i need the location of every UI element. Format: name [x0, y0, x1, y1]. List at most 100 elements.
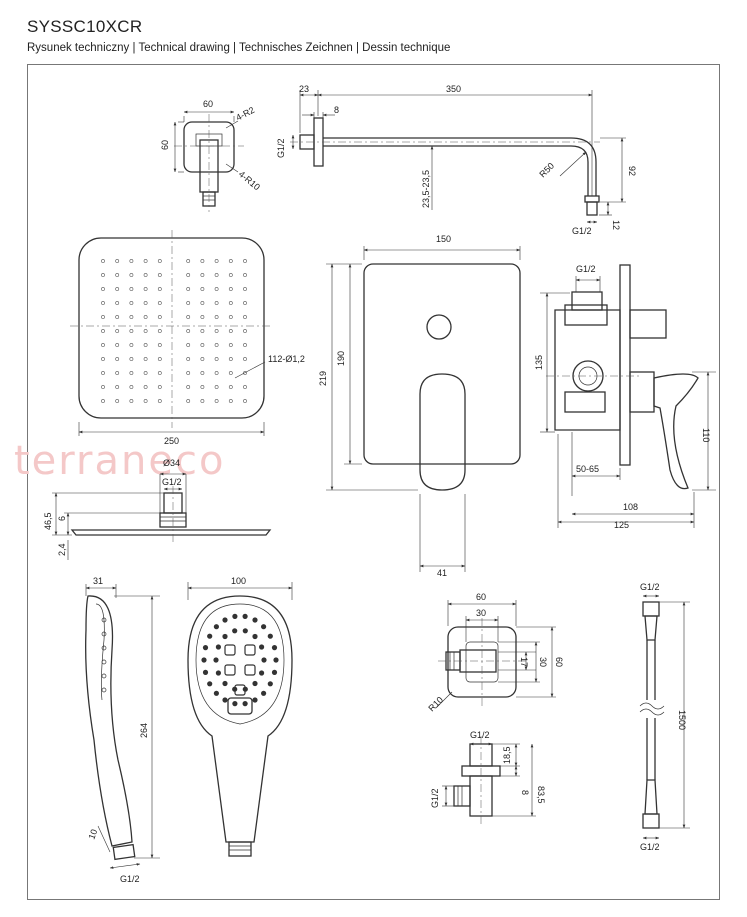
nozzle-hole: [101, 273, 105, 277]
dim-arm-r50: R50: [537, 161, 556, 180]
nozzle-hole: [200, 273, 205, 277]
dim-head-250: 250: [164, 436, 179, 446]
dim-hand-31: 31: [93, 576, 103, 586]
nozzle-hole: [115, 287, 120, 291]
nozzle-hole: [129, 315, 134, 319]
dim-arm-350: 350: [446, 84, 461, 94]
nozzle-hole: [228, 399, 233, 403]
hand-jet: [213, 657, 219, 663]
nozzle-hole: [101, 259, 105, 263]
dim-outlet-60: 60: [476, 592, 486, 602]
nozzle-hole: [186, 371, 191, 375]
nozzle-hole: [214, 259, 219, 263]
dim-hand-100: 100: [231, 576, 246, 586]
nozzle-hole: [200, 357, 205, 361]
hand-shower-front: [187, 582, 293, 857]
hand-jet: [252, 680, 258, 687]
hand-jet: [213, 624, 219, 630]
hand-shower-side: [85, 584, 160, 869]
nozzle-hole: [157, 399, 162, 403]
hand-jet: [207, 681, 213, 687]
nozzle-hole: [115, 385, 120, 389]
nozzle-hole: [214, 371, 219, 375]
nozzle-hole: [129, 301, 134, 305]
dim-valve-108: 108: [623, 502, 638, 512]
nozzle-hole: [143, 273, 148, 277]
nozzle-hole: [186, 259, 191, 263]
dim-outlet-30: 30: [476, 608, 486, 618]
hand-jet: [261, 624, 267, 630]
nozzle-hole: [200, 385, 205, 389]
dim-plate-41: 41: [437, 568, 447, 578]
nozzle-hole: [200, 259, 205, 263]
nozzle-hole: [115, 357, 120, 361]
nozzle-hole: [157, 287, 162, 291]
dim-elbow-height: 60: [160, 140, 170, 150]
hand-jet: [252, 617, 258, 623]
dim-arm-range: 23,5-23,5: [421, 170, 431, 208]
hand-jet: [271, 645, 278, 651]
hand-jet-cluster: [224, 644, 236, 656]
nozzle-hole: [214, 343, 219, 347]
nozzle-hole: [115, 259, 120, 263]
dim-arm-8: 8: [334, 105, 339, 115]
nozzle-hole: [186, 329, 191, 333]
nozzle-hole: [243, 329, 247, 333]
hand-jet: [259, 670, 265, 676]
nozzle-hole: [243, 357, 247, 361]
hand-jet: [252, 697, 258, 703]
dim-elbow-width: 60: [203, 99, 213, 109]
nozzle-hole: [101, 399, 105, 403]
nozzle-hole: [143, 399, 148, 403]
nozzle-hole: [157, 315, 162, 319]
nozzle-hole: [115, 371, 120, 375]
nozzle-hole: [129, 357, 134, 361]
hand-jet: [215, 670, 221, 676]
nozzle-hole: [129, 287, 134, 291]
dim-outlet-30v: 30: [538, 657, 548, 667]
nozzle-hole: [243, 343, 247, 347]
dim-head-24: 2,4: [57, 543, 67, 556]
dim-head-g12: G1/2: [162, 477, 182, 487]
nozzle-hole: [200, 315, 205, 319]
hand-jet: [202, 669, 209, 676]
nozzle-hole: [214, 301, 219, 305]
dim-valve-110: 110: [701, 428, 711, 442]
nozzle-hole: [143, 385, 148, 389]
rain-head-side: [52, 472, 272, 560]
nozzle-hole: [157, 385, 162, 389]
hand-jet: [261, 657, 267, 663]
nozzle-hole: [186, 301, 191, 305]
dim-hose-1500: 1500: [677, 710, 687, 730]
dim-arm-23: 23: [299, 84, 309, 94]
nozzle-hole: [228, 371, 233, 375]
nozzle-hole: [115, 273, 120, 277]
dim-head-465: 46,5: [43, 512, 53, 530]
nozzle-hole: [157, 301, 162, 305]
hand-jet: [213, 690, 219, 696]
nozzle-hole: [186, 399, 191, 403]
nozzle-hole: [228, 301, 233, 305]
nozzle-hole: [243, 399, 247, 403]
hand-jet: [222, 697, 228, 703]
nozzle-hole: [143, 315, 148, 319]
nozzle-hole: [186, 287, 191, 291]
nozzle-hole: [228, 343, 233, 347]
hand-jet: [267, 633, 273, 639]
hand-jet: [242, 613, 248, 620]
mixer-valve-side: [540, 264, 716, 528]
nozzle-hole: [228, 357, 233, 361]
nozzle-hole: [186, 315, 191, 319]
dim-plate-150: 150: [436, 234, 451, 244]
nozzle-hole: [101, 371, 105, 375]
nozzle-hole: [115, 343, 120, 347]
nozzle-hole: [200, 287, 205, 291]
hand-jet: [273, 657, 279, 663]
nozzle-hole: [143, 301, 148, 305]
nozzle-hole: [101, 301, 105, 305]
nozzle-hole: [243, 385, 247, 389]
wall-outlet-front: [435, 600, 556, 709]
hand-jet: [242, 628, 248, 634]
shower-hose: [639, 594, 690, 840]
nozzle-hole: [115, 399, 120, 403]
